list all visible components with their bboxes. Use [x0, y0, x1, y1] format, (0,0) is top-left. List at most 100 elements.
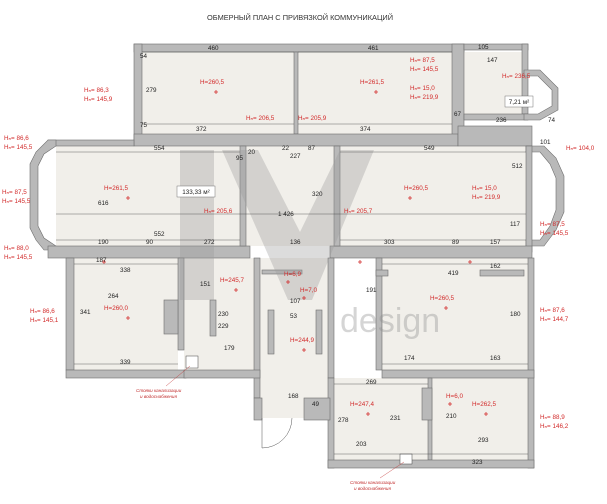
height-marker [468, 260, 472, 264]
dim-552: 552 [154, 231, 165, 238]
height-marker [444, 306, 448, 310]
dim-191: 191 [366, 287, 377, 294]
dim-269: 269 [366, 379, 377, 386]
dim-53: 53 [290, 313, 298, 320]
dim-107: 107 [290, 298, 301, 305]
dim-190: 190 [98, 239, 109, 246]
room-bottom-right [382, 258, 528, 370]
entrance-door-swing [261, 417, 293, 449]
dim-157: 157 [490, 239, 501, 246]
height-r1: H=260,5 [200, 79, 224, 86]
win-l4-b: Hₙ= 145,1 [30, 317, 59, 324]
height-r11: H=6,9 [284, 271, 301, 278]
height-marker [286, 280, 290, 284]
door-1-b: Hₙ= 219,9 [410, 94, 439, 101]
win-r1: Hₙ= 104,0 [566, 145, 595, 152]
dim-278: 278 [338, 417, 349, 424]
room-hall [246, 146, 340, 246]
win-l1-a: Hₙ= 86,6 [4, 135, 29, 142]
height-r7: H=244,9 [290, 337, 314, 344]
dim-180: 180 [510, 311, 521, 318]
dim-95: 95 [236, 155, 244, 162]
dim-279: 279 [146, 87, 157, 94]
height-marker [302, 296, 306, 300]
room-bottom-corner [432, 378, 528, 460]
room-floors [56, 52, 528, 460]
dim-372: 372 [196, 126, 207, 133]
height-marker [126, 196, 130, 200]
dim-339: 339 [120, 359, 131, 366]
win-r3-a: Hₙ= 87,6 [540, 307, 565, 314]
dim-20: 20 [248, 149, 256, 156]
door-2-b: Hₙ= 219,9 [472, 194, 501, 201]
riser-box-right [399, 453, 413, 465]
dim-74: 74 [548, 117, 556, 124]
total-area-box [176, 185, 216, 198]
height-marker [484, 412, 488, 416]
dim-187: 187 [96, 257, 107, 264]
dim-49: 49 [312, 401, 320, 408]
total-area: 133,33 м² [182, 189, 209, 196]
height-markers [102, 90, 488, 416]
height-marker [358, 260, 362, 264]
win-r4-b: Hₙ= 146,2 [540, 423, 569, 430]
height-r9: H=247,4 [350, 401, 374, 408]
room-top-middle [298, 52, 452, 134]
dim-554: 554 [154, 145, 165, 152]
dim-54: 54 [140, 53, 148, 60]
dim-174: 174 [404, 355, 415, 362]
win-l3-a: Hₙ= 88,0 [4, 245, 29, 252]
dim-90: 90 [146, 239, 154, 246]
win-tl-a: Hₙ= 86,3 [84, 87, 109, 94]
dim-460: 460 [208, 45, 219, 52]
dim-179: 179 [224, 345, 235, 352]
dim-272: 272 [204, 239, 215, 246]
dim-136: 136 [290, 239, 301, 246]
room-kitchen [184, 258, 254, 370]
height-r10: H=262,5 [472, 401, 496, 408]
dim-117: 117 [510, 221, 521, 228]
win-bay: Hₙ= 236,5 [502, 73, 531, 80]
win-r2-b: Hₙ= 145,5 [540, 230, 569, 237]
dim-105: 105 [478, 44, 489, 51]
room-bottom-left [74, 258, 178, 370]
height-r6: H=260,0 [104, 305, 128, 312]
dim-320: 320 [312, 191, 323, 198]
win-l4-a: Hₙ= 86,6 [30, 308, 55, 315]
win-l3-b: Hₙ= 145,5 [4, 254, 33, 261]
height-r4: H=260,5 [404, 185, 428, 192]
dim-67: 67 [454, 111, 462, 118]
height-marker [374, 90, 378, 94]
dim-341: 341 [80, 309, 91, 316]
win-l1-b: Hₙ= 145,5 [4, 144, 33, 151]
walls [29, 43, 565, 469]
dim-236: 236 [496, 117, 507, 124]
dim-616: 616 [98, 200, 109, 207]
riser-box-left [185, 355, 199, 369]
door-5: Hₙ= 205,6 [204, 208, 233, 215]
dim-210: 210 [446, 413, 457, 420]
dim-229: 229 [218, 323, 229, 330]
win-r4-a: Hₙ= 88,9 [540, 414, 565, 421]
dim-1426: 1 426 [278, 211, 294, 218]
height-r5: H=245,7 [220, 277, 244, 284]
height-marker [126, 316, 130, 320]
win-tr-b: Hₙ= 145,5 [410, 66, 439, 73]
door-6: Hₙ= 205,7 [344, 208, 373, 215]
dim-151: 151 [200, 281, 211, 288]
dim-162: 162 [490, 263, 501, 270]
small-area-box [504, 95, 534, 108]
riser-note-right-1: Стояки канализации [350, 480, 396, 485]
dim-512: 512 [512, 163, 523, 170]
dim-231: 231 [390, 415, 401, 422]
room-top-left [142, 52, 294, 134]
win-l2-b: Hₙ= 145,5 [2, 198, 31, 205]
dim-338: 338 [120, 267, 131, 274]
door-2-a: Hₙ= 15,0 [472, 185, 497, 192]
win-tl-b: Hₙ= 145,9 [84, 96, 113, 103]
dim-293: 293 [478, 437, 489, 444]
win-tr-a: Hₙ= 87,5 [410, 57, 435, 64]
riser-note-left-1: Стояки канализации [136, 388, 182, 393]
